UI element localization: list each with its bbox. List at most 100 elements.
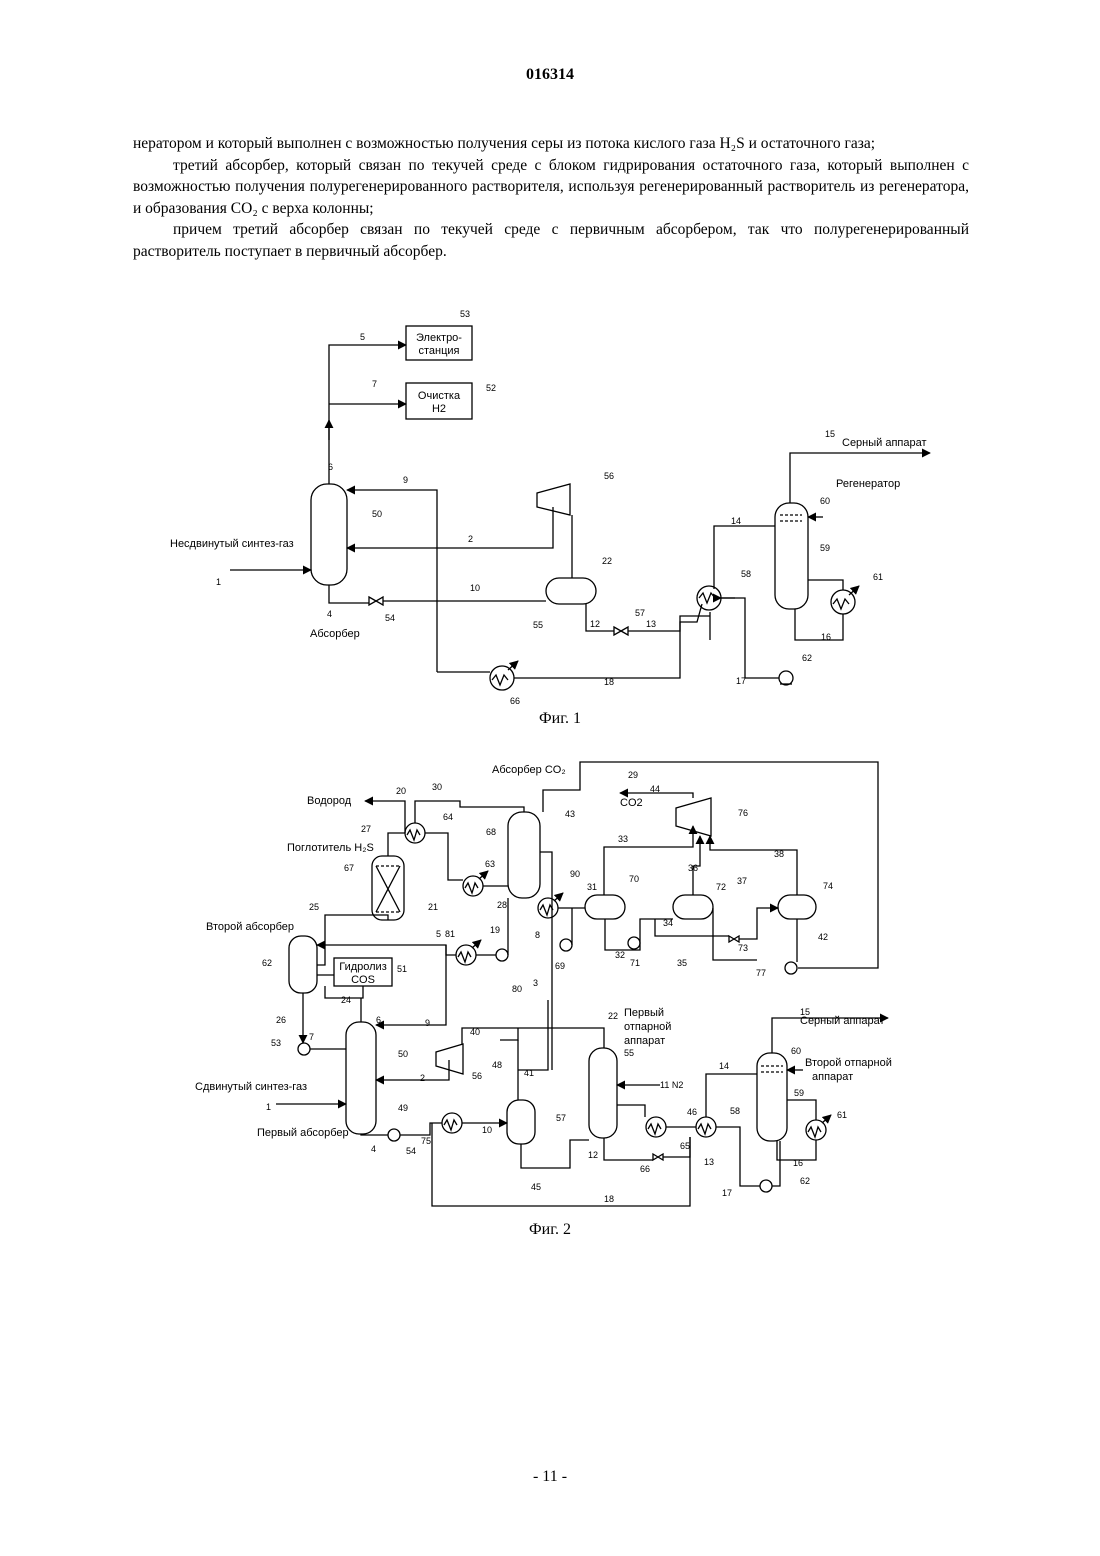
pump-77 <box>785 962 797 974</box>
line-41 <box>518 1000 548 1070</box>
svg-text:56: 56 <box>472 1071 482 1081</box>
svg-text:52: 52 <box>486 383 496 393</box>
svg-text:35: 35 <box>677 958 687 968</box>
svg-text:21: 21 <box>428 902 438 912</box>
svg-text:22: 22 <box>602 556 612 566</box>
cos-hydrolysis-label: Гидролиз <box>339 961 387 973</box>
sulfur-unit-label: Серный аппарат <box>842 437 927 449</box>
line-35 <box>713 908 757 960</box>
svg-text:10: 10 <box>482 1125 492 1135</box>
svg-text:9: 9 <box>403 475 408 485</box>
svg-text:64: 64 <box>443 812 453 822</box>
svg-text:13: 13 <box>646 619 656 629</box>
svg-text:48: 48 <box>492 1060 502 1070</box>
svg-text:70: 70 <box>629 874 639 884</box>
co2-label: CO2 <box>620 797 643 809</box>
svg-text:1: 1 <box>216 577 221 587</box>
line-4 <box>329 585 369 603</box>
svg-text:59: 59 <box>820 543 830 553</box>
line-37 <box>739 908 778 939</box>
svg-text:5: 5 <box>360 332 365 342</box>
svg-text:4: 4 <box>371 1144 376 1154</box>
svg-text:72: 72 <box>716 882 726 892</box>
svg-text:71: 71 <box>630 958 640 968</box>
svg-text:56: 56 <box>604 471 614 481</box>
feed-label: Несдвинутый синтез-газ <box>170 538 294 550</box>
svg-text:60: 60 <box>791 1046 801 1056</box>
svg-text:12: 12 <box>588 1150 598 1160</box>
pump-71 <box>628 937 640 949</box>
svg-text:60: 60 <box>820 496 830 506</box>
svg-text:станция: станция <box>418 345 459 357</box>
svg-text:61: 61 <box>873 572 883 582</box>
line-17 <box>721 598 779 678</box>
svg-text:32: 32 <box>615 950 625 960</box>
svg-text:16: 16 <box>793 1158 803 1168</box>
line-16 <box>777 1140 816 1160</box>
svg-text:2: 2 <box>468 534 473 544</box>
svg-text:37: 37 <box>737 876 747 886</box>
svg-text:62: 62 <box>262 958 272 968</box>
svg-text:7: 7 <box>372 379 377 389</box>
svg-text:18: 18 <box>604 677 614 687</box>
svg-text:62: 62 <box>800 1176 810 1186</box>
svg-text:6: 6 <box>376 1015 381 1025</box>
svg-text:62: 62 <box>802 653 812 663</box>
figure-1-caption: Фиг. 1 <box>510 710 610 728</box>
svg-text:H2: H2 <box>432 403 446 415</box>
svg-text:6: 6 <box>328 462 333 472</box>
svg-text:аппарат: аппарат <box>624 1035 665 1047</box>
pump-62 <box>779 671 793 685</box>
svg-text:27: 27 <box>361 824 371 834</box>
svg-text:73: 73 <box>738 943 748 953</box>
svg-text:10: 10 <box>470 583 480 593</box>
svg-text:57: 57 <box>556 1113 566 1123</box>
nitrogen-label: 11 N2 <box>660 1080 683 1090</box>
valve-56 <box>653 1154 663 1160</box>
svg-text:28: 28 <box>497 900 507 910</box>
svg-text:15: 15 <box>825 429 835 439</box>
figure-2: Абсорбер CO₂ Водород CO2 Поглотитель H₂S… <box>195 762 892 1206</box>
svg-text:50: 50 <box>398 1049 408 1059</box>
pump-54 <box>388 1129 400 1141</box>
svg-text:COS: COS <box>351 974 375 986</box>
svg-text:57: 57 <box>635 608 645 618</box>
svg-text:53: 53 <box>460 309 470 319</box>
svg-text:67: 67 <box>344 863 354 873</box>
svg-text:3: 3 <box>533 978 538 988</box>
line-14 <box>714 526 775 589</box>
svg-text:20: 20 <box>396 786 406 796</box>
svg-text:33: 33 <box>618 834 628 844</box>
svg-text:42: 42 <box>818 932 828 942</box>
svg-text:14: 14 <box>719 1061 729 1071</box>
figure-2-caption: Фиг. 2 <box>500 1221 600 1239</box>
co2-absorber-68 <box>508 812 540 898</box>
svg-text:26: 26 <box>276 1015 286 1025</box>
svg-text:50: 50 <box>372 509 382 519</box>
svg-text:13: 13 <box>704 1157 714 1167</box>
flash-drum-55 <box>546 578 596 604</box>
svg-text:74: 74 <box>823 881 833 891</box>
svg-text:54: 54 <box>406 1146 416 1156</box>
svg-text:55: 55 <box>533 620 543 630</box>
line-2 <box>376 1060 449 1080</box>
svg-text:46: 46 <box>687 1107 697 1117</box>
svg-text:38: 38 <box>774 849 784 859</box>
line-5 <box>317 945 456 955</box>
line-12 <box>604 1138 653 1160</box>
svg-text:5: 5 <box>436 929 441 939</box>
line-43 <box>540 852 552 1070</box>
regenerator-label: Регенератор <box>836 478 900 490</box>
svg-text:аппарат: аппарат <box>812 1071 853 1083</box>
svg-text:66: 66 <box>510 696 520 706</box>
line-17 <box>716 1127 760 1186</box>
svg-text:45: 45 <box>531 1182 541 1192</box>
line-5 <box>329 345 406 484</box>
absorber-label: Абсорбер <box>310 628 360 640</box>
valve-54 <box>369 597 383 605</box>
svg-text:8: 8 <box>535 930 540 940</box>
svg-text:53: 53 <box>271 1038 281 1048</box>
absorber-50 <box>311 484 347 585</box>
pump-53 <box>298 1043 310 1055</box>
